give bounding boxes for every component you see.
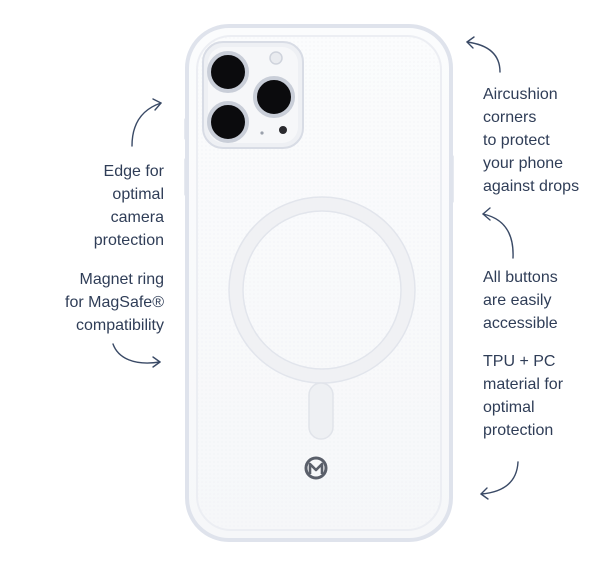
curved-arrow-icon-material xyxy=(480,461,519,500)
edge-protection-label: Edge for optimal camera protection xyxy=(93,163,164,249)
case-inner-edge xyxy=(196,35,442,531)
curved-arrow-icon-corners xyxy=(466,36,501,73)
magnet-ring xyxy=(229,197,415,383)
camera-mic xyxy=(260,131,264,135)
buttons-accessible-label: All buttons are easily accessible xyxy=(483,269,558,332)
magnet-ring-label: Magnet ring for MagSafe® compatibility xyxy=(65,271,164,334)
mobilize-m-logo-icon xyxy=(304,456,328,480)
curved-arrow-icon-buttons xyxy=(482,207,514,259)
aircushion-corners-label: Aircushion corners to protect your phone… xyxy=(483,86,580,195)
material-label: TPU + PC material for optimal protection xyxy=(483,353,564,439)
camera-lens-top xyxy=(207,51,249,93)
magnet-ring-outline-inner xyxy=(242,210,402,370)
magnet-orientation-pill xyxy=(308,382,334,440)
curved-arrow-icon-edge xyxy=(131,98,162,147)
camera-sensor xyxy=(279,126,287,134)
camera-lens-bottom xyxy=(207,101,249,143)
curved-arrow-icon-magnet xyxy=(112,343,161,368)
camera-lens-middle xyxy=(253,76,295,118)
camera-flash xyxy=(269,51,283,65)
